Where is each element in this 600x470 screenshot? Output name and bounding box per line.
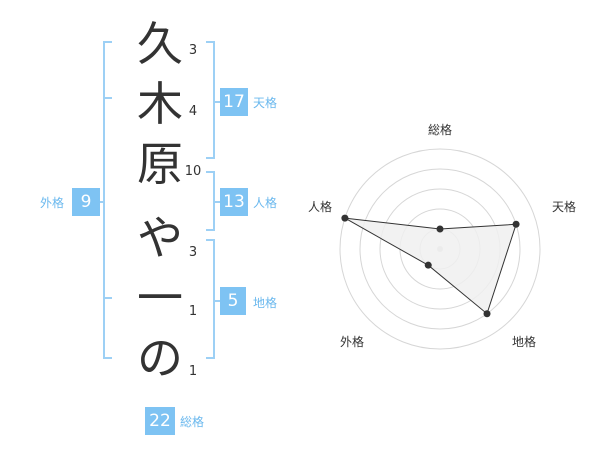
radar-grid-ring — [359, 168, 521, 330]
jinkaku-label: 人格 — [253, 196, 278, 210]
chikaku-bracket — [206, 239, 215, 359]
radar-point-5 — [341, 214, 349, 222]
radar-label-soukaku: 総格 — [427, 123, 452, 137]
chikaku-label: 地格 — [253, 296, 278, 310]
jinkaku-value: 13 — [220, 188, 248, 216]
stroke-count-4: 3 — [188, 245, 198, 260]
gaikaku-bracket — [103, 41, 112, 359]
stroke-count-1: 3 — [188, 43, 198, 58]
name-char-6: の — [137, 331, 183, 385]
name-char-4: や — [137, 211, 183, 265]
gaikaku-value: 9 — [72, 188, 100, 216]
stroke-count-5: 1 — [188, 304, 198, 319]
stroke-count-3: 10 — [184, 164, 202, 179]
chikaku-value: 5 — [220, 287, 246, 315]
jinkaku-bracket — [206, 171, 215, 231]
radar-point-3 — [483, 310, 491, 318]
radar-label-jinkaku: 人格 — [307, 200, 332, 214]
radar-label-chikaku: 地格 — [511, 335, 536, 349]
name-char-1: 久 — [137, 17, 183, 71]
radar-point-2 — [512, 220, 520, 228]
stroke-count-2: 4 — [188, 104, 198, 119]
tenkaku-bracket — [206, 41, 215, 159]
gaikaku-label: 外格 — [40, 196, 65, 210]
radar-label-gaikaku: 外格 — [339, 335, 364, 349]
soukaku-value: 22 — [145, 407, 175, 435]
radar-point-1 — [436, 225, 444, 233]
stroke-count-6: 1 — [188, 364, 198, 379]
soukaku-label: 総格 — [180, 415, 205, 429]
tenkaku-value: 17 — [220, 88, 248, 116]
radar-grid-ring — [339, 148, 541, 350]
radar-point-4 — [424, 261, 432, 269]
name-char-5: 一 — [137, 271, 183, 325]
name-char-3: 原 — [137, 137, 183, 191]
name-char-2: 木 — [137, 77, 183, 131]
tenkaku-label: 天格 — [253, 96, 278, 110]
radar-label-tenkaku: 天格 — [551, 200, 576, 214]
